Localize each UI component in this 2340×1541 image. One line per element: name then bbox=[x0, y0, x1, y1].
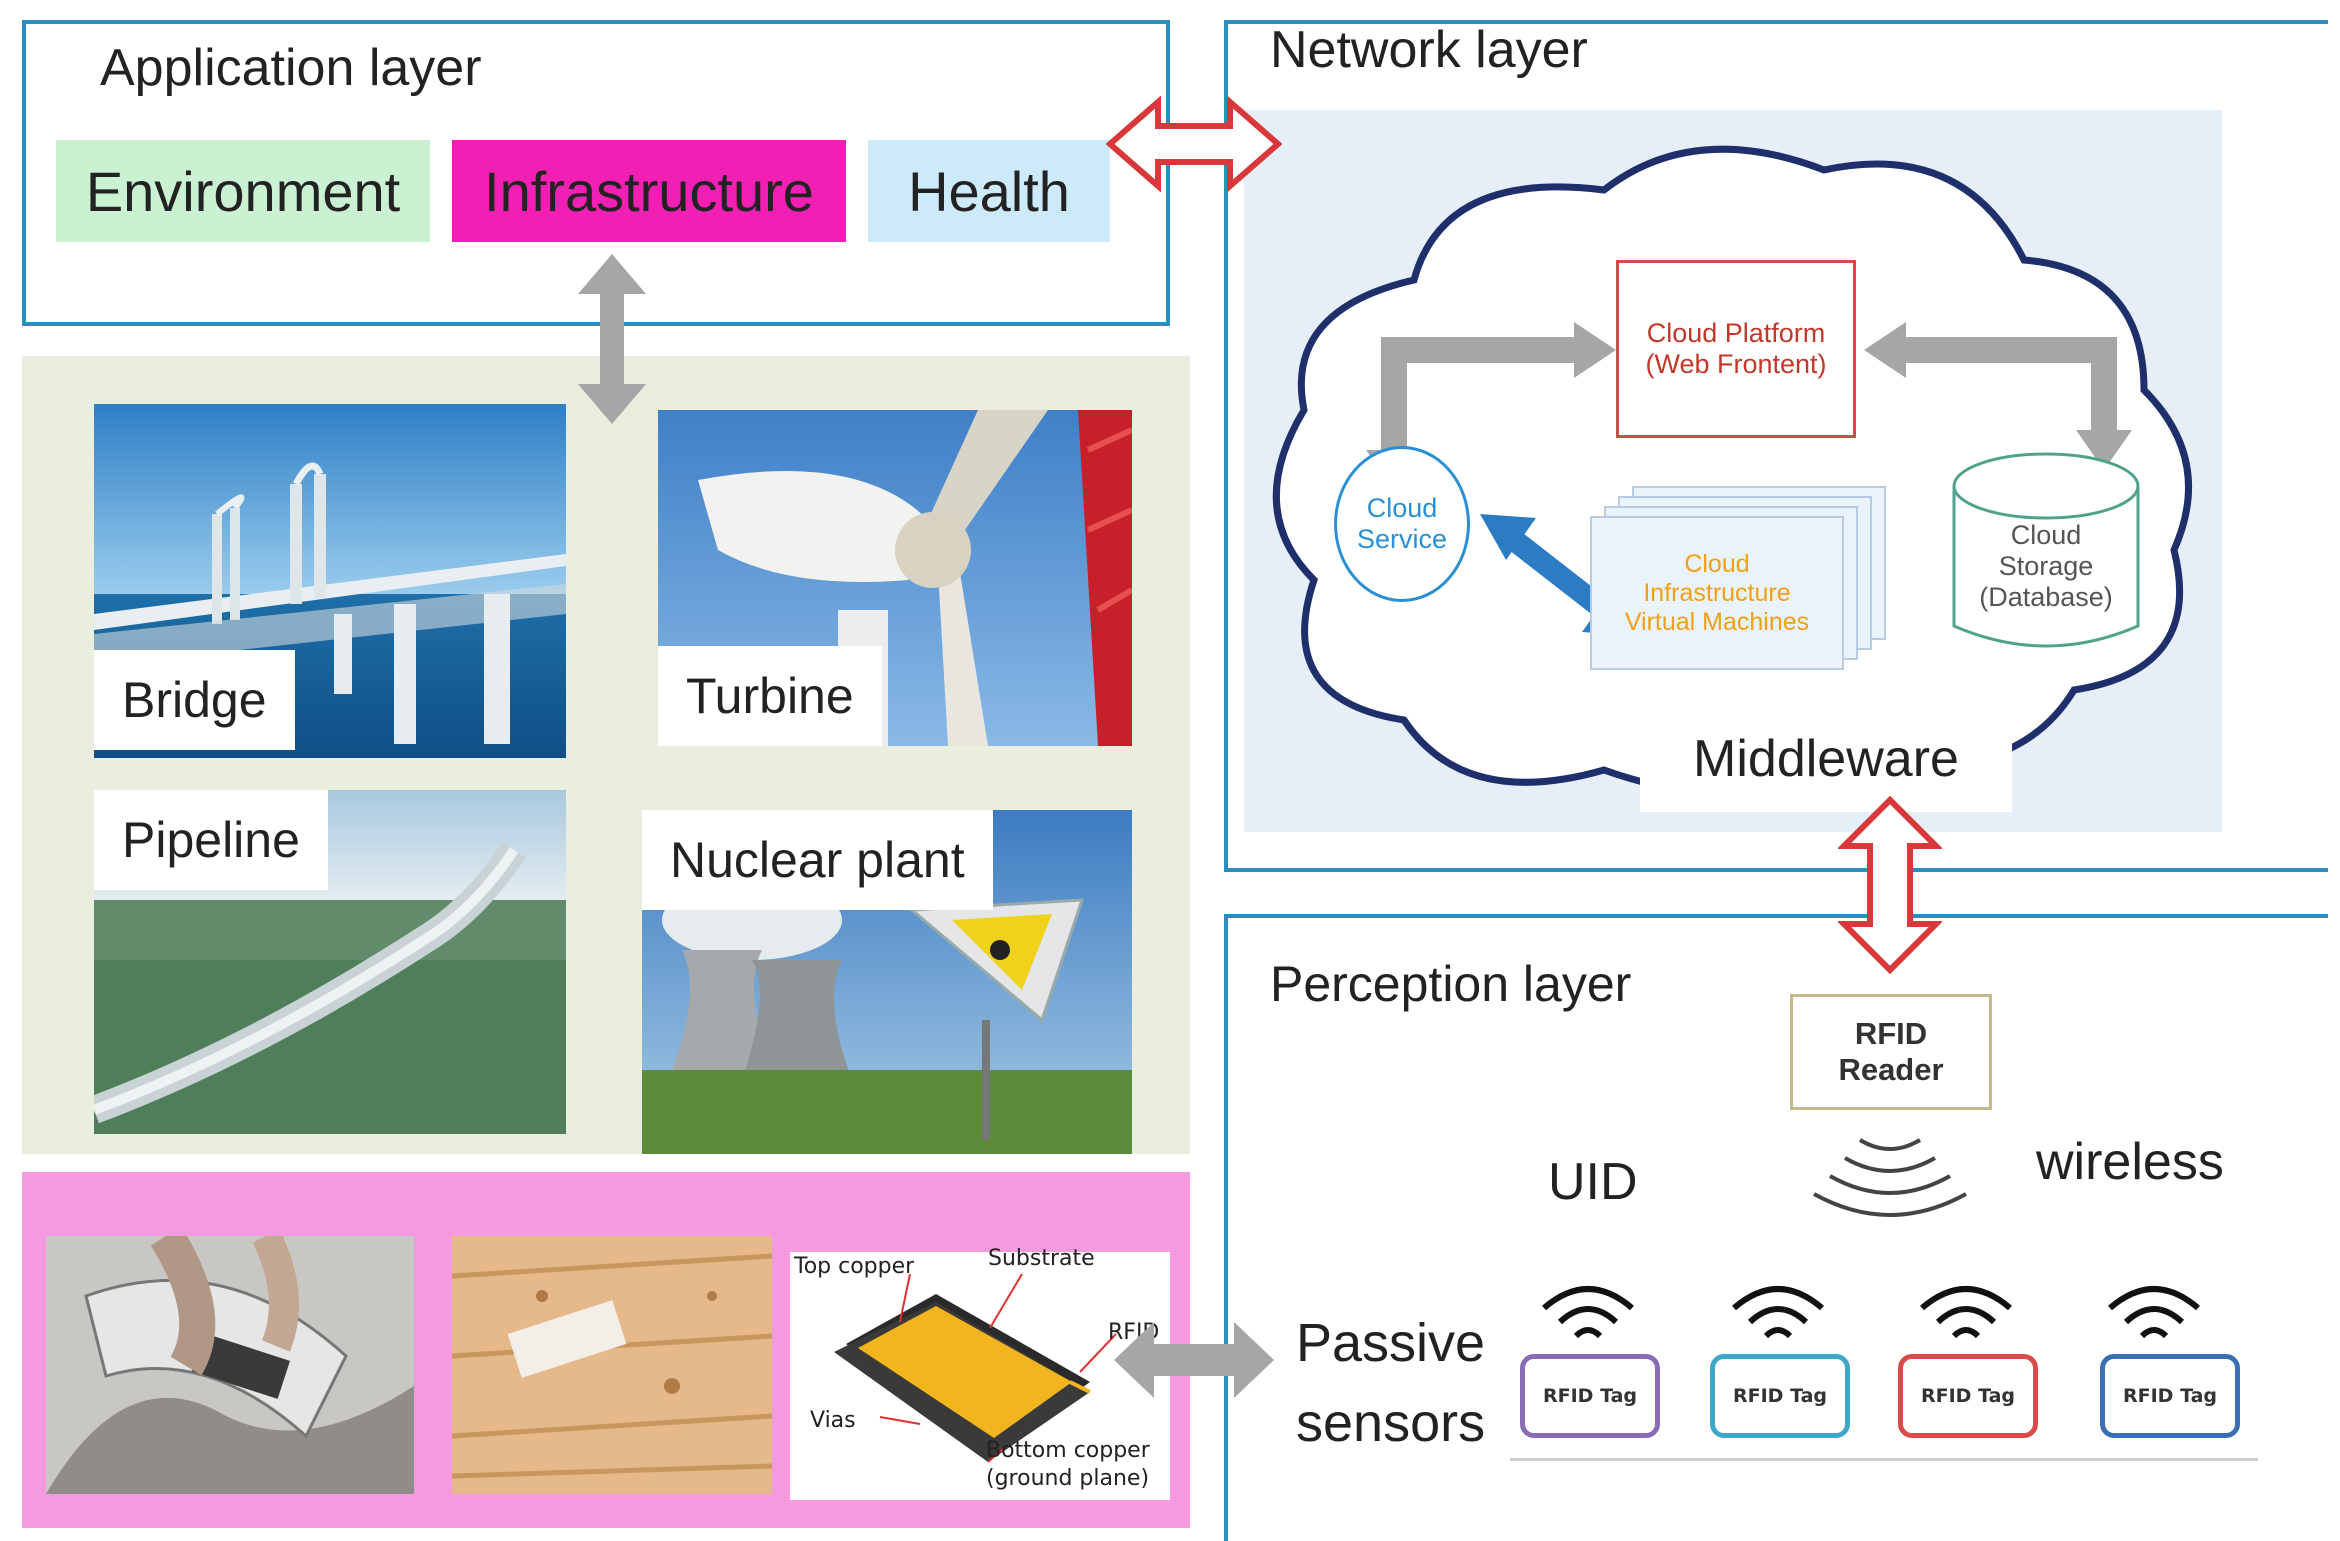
rfid-reader-line1: RFID bbox=[1854, 1016, 1928, 1051]
cloud-infrastructure-stack[interactable]: Cloud Infrastructure Virtual Machines bbox=[1590, 486, 1890, 676]
cloud-service-node[interactable]: Cloud Service bbox=[1334, 446, 1470, 602]
sensors-gray-double-arrow bbox=[1114, 1322, 1274, 1398]
rfid-tag-4[interactable]: RFID Tag bbox=[2100, 1354, 2240, 1438]
domain-health-label: Health bbox=[908, 159, 1070, 223]
cloud-platform-line2: (Web Frontent) bbox=[1645, 349, 1827, 379]
pipeline-caption: Pipeline bbox=[94, 790, 328, 890]
passive-sensors-line2: sensors bbox=[1296, 1393, 1486, 1453]
ground-plane-label: (ground plane) bbox=[986, 1466, 1150, 1491]
cloud-service-line1: Cloud bbox=[1366, 493, 1438, 523]
patch-antenna-diagram: Top copper Substrate RFID Vias Bottom co… bbox=[790, 1246, 1170, 1500]
rfid-tag-2[interactable]: RFID Tag bbox=[1710, 1354, 1850, 1438]
rfid-reader-line2: Reader bbox=[1838, 1052, 1944, 1087]
substrate-label: Substrate bbox=[988, 1246, 1095, 1271]
pipeline-photo bbox=[94, 790, 566, 1134]
reader-signal-waves-icon bbox=[1813, 1138, 1967, 1217]
middleware-label: Middleware bbox=[1693, 730, 1959, 788]
top-copper-label: Top copper bbox=[794, 1254, 915, 1279]
cloud-storage-line3: (Database) bbox=[1979, 582, 2113, 612]
turbine-caption: Turbine bbox=[658, 646, 882, 746]
cloud-infrastructure-line3: Virtual Machines bbox=[1624, 607, 1810, 636]
cloud-platform-line1: Cloud Platform bbox=[1646, 318, 1826, 348]
vias-label: Vias bbox=[810, 1408, 856, 1433]
cloud-infrastructure-line1: Cloud bbox=[1684, 549, 1750, 578]
wireless-label: wireless bbox=[2036, 1133, 2224, 1191]
cloud-shape bbox=[1272, 145, 2193, 797]
domain-infrastructure[interactable]: Infrastructure bbox=[452, 140, 846, 242]
cloud-storage-database[interactable]: Cloud Storage (Database) bbox=[1950, 450, 2142, 660]
cloud-storage-line1: Cloud bbox=[2010, 520, 2082, 550]
middleware-label-box: Middleware bbox=[1640, 706, 2012, 812]
domain-health[interactable]: Health bbox=[868, 140, 1110, 242]
cloud-service-line2: Service bbox=[1356, 524, 1448, 554]
infrastructure-gray-double-arrow bbox=[578, 254, 646, 424]
domain-infrastructure-label: Infrastructure bbox=[484, 159, 814, 223]
cloud-platform-box[interactable]: Cloud Platform (Web Frontent) bbox=[1616, 260, 1856, 438]
cloud-infrastructure-line2: Infrastructure bbox=[1643, 578, 1791, 607]
nuclear-plant-photo bbox=[642, 810, 1132, 1154]
cloud-storage-line2: Storage bbox=[1998, 551, 2094, 581]
uid-label: UID bbox=[1548, 1153, 1638, 1211]
tag-waves-icons bbox=[1542, 1286, 2200, 1339]
app-network-double-arrow bbox=[1106, 96, 1282, 192]
rfid-tag-1[interactable]: RFID Tag bbox=[1520, 1354, 1660, 1438]
nuclear-plant-caption: Nuclear plant bbox=[642, 810, 993, 910]
tag-baseline bbox=[1510, 1458, 2258, 1461]
flexible-sensor-photo bbox=[46, 1236, 414, 1494]
network-layer-title: Network layer bbox=[1270, 21, 1588, 79]
domain-environment[interactable]: Environment bbox=[56, 140, 430, 242]
bottom-copper-label: Bottom copper bbox=[986, 1438, 1150, 1463]
rfid-reader[interactable]: RFID Reader bbox=[1790, 994, 1992, 1110]
passive-sensors-line1: Passive bbox=[1296, 1313, 1486, 1373]
cloud-gray-arrows bbox=[1366, 322, 2132, 636]
perception-layer-title: Perception layer bbox=[1270, 956, 1632, 1012]
domain-environment-label: Environment bbox=[85, 159, 401, 223]
application-layer-title: Application layer bbox=[100, 39, 482, 97]
bridge-caption: Bridge bbox=[94, 650, 295, 750]
wood-sensor-photo bbox=[452, 1236, 772, 1494]
middleware-reader-double-arrow bbox=[1838, 796, 1942, 974]
rfid-tag-3[interactable]: RFID Tag bbox=[1898, 1354, 2038, 1438]
